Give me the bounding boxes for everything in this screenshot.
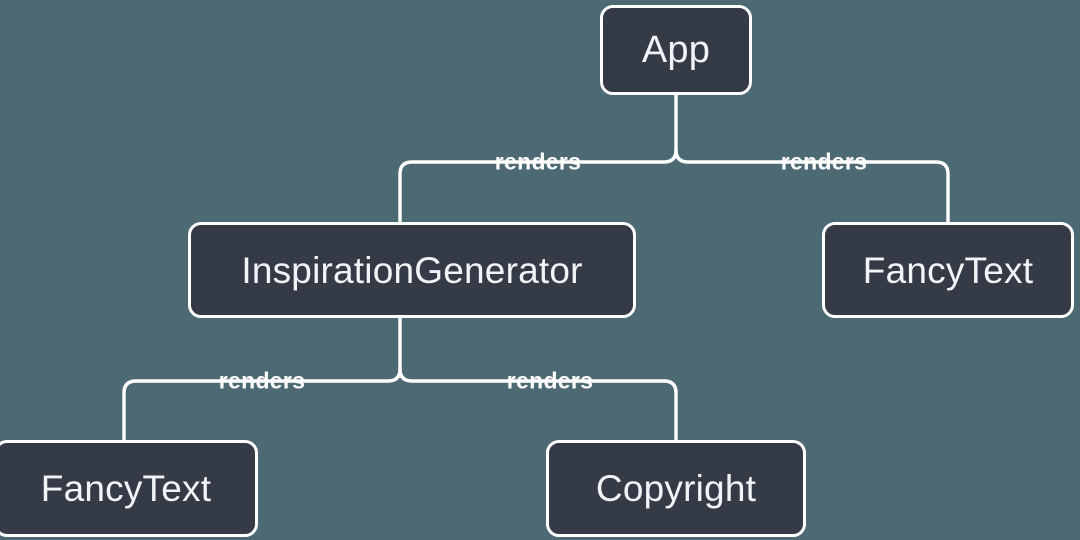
node-fancytext-right[interactable]: FancyText [822,222,1074,318]
edge-label-inspiration-generator-to-fancytext-bottom: renders [218,367,306,394]
node-fancytext-right-label: FancyText [862,249,1034,291]
edge-label-app-to-fancytext-right: renders [780,148,868,175]
node-copyright-label: Copyright [595,468,757,509]
node-inspiration-generator[interactable]: InspirationGenerator [188,222,636,318]
edge-label-app-to-inspiration-generator: renders [494,148,582,175]
edge-label-inspiration-generator-to-copyright: renders [506,367,594,394]
node-inspiration-generator-label: InspirationGenerator [241,249,583,291]
node-fancytext-bottom-label: FancyText [40,468,212,509]
node-fancytext-bottom[interactable]: FancyText [0,440,258,537]
node-app[interactable]: App [600,5,752,95]
node-app-label: App [641,29,711,71]
node-copyright[interactable]: Copyright [546,440,806,537]
